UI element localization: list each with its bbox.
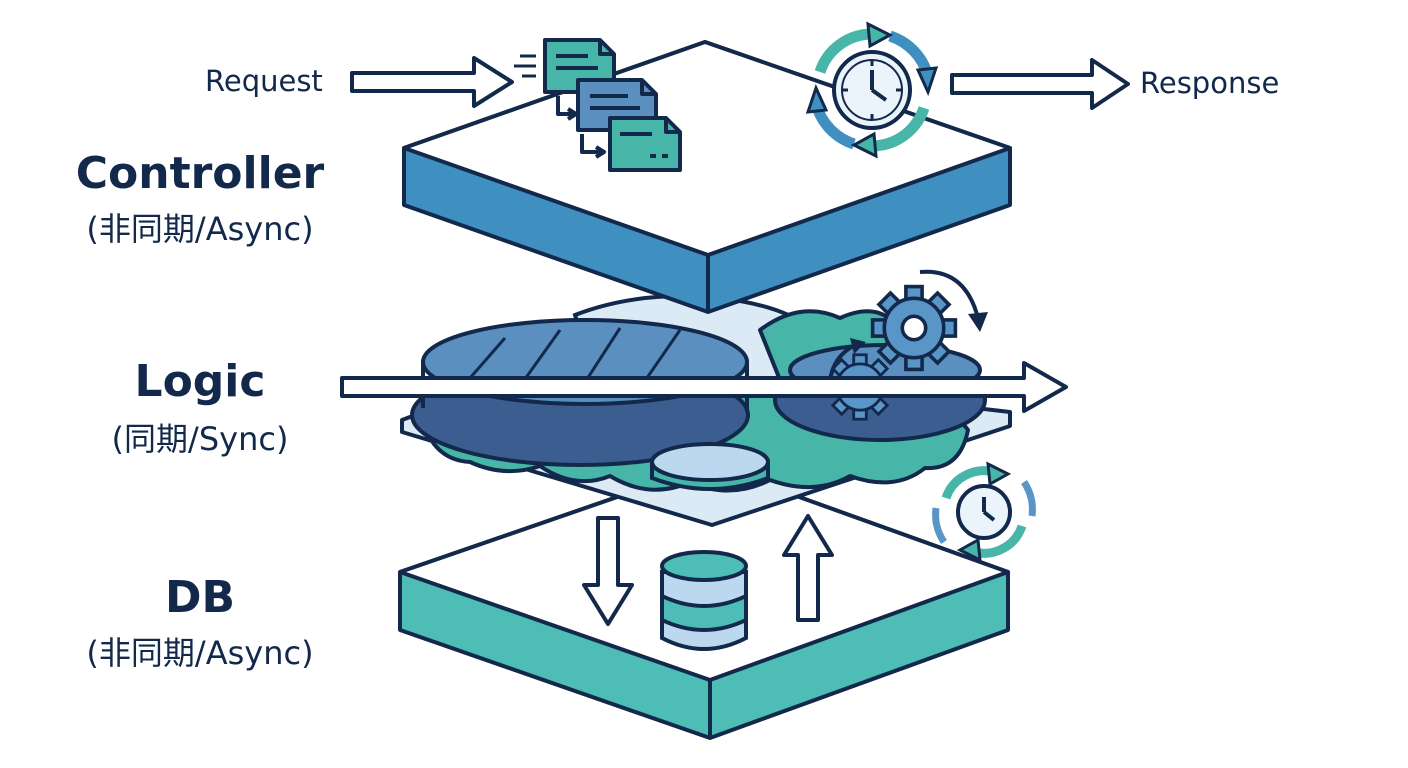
document-icon	[543, 38, 682, 172]
controller-layer	[402, 40, 1012, 314]
controller-title: Controller	[75, 148, 325, 199]
response-label: Response	[1140, 66, 1280, 100]
result-label: Result	[836, 550, 923, 583]
db-layer	[398, 463, 1010, 740]
gear-icon-large	[870, 284, 958, 372]
response-arrow	[950, 58, 1130, 110]
database-icon	[660, 550, 748, 651]
query-arrow	[582, 516, 634, 626]
db-subtitle: (非同期/Async)	[86, 634, 314, 672]
logic-subtitle: (同期/Sync)	[111, 420, 289, 458]
gear-icon-small	[826, 353, 894, 421]
logic-title: Logic	[134, 356, 266, 407]
db-title: DB	[164, 572, 236, 623]
controller-subtitle: (非同期/Async)	[86, 210, 314, 248]
logic-layer	[400, 294, 1012, 527]
query-label: Query	[490, 548, 576, 581]
result-arrow	[782, 514, 834, 622]
gear-rotation-arrow	[919, 269, 980, 319]
logic-flow-arrow	[340, 361, 1068, 413]
request-arrow	[350, 56, 514, 108]
clock-cycle-icon	[805, 21, 939, 159]
motion-lines	[514, 54, 536, 78]
request-label: Request	[205, 64, 323, 98]
db-clock-cycle-icon	[932, 461, 1036, 563]
